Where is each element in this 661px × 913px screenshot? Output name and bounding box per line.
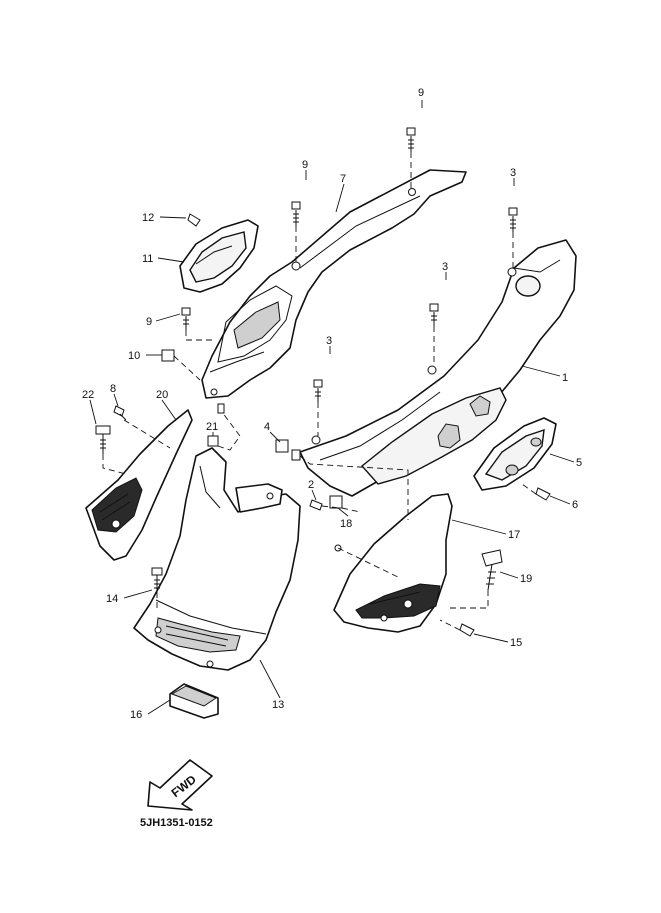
part-5-side-panel xyxy=(473,417,557,491)
callout-8: 8 xyxy=(110,383,116,395)
callout-9-mid: 9 xyxy=(302,159,308,171)
part-20-lower-left-cover xyxy=(85,409,193,561)
assembly-lines xyxy=(102,152,537,631)
callout-19: 19 xyxy=(520,573,532,585)
callout-3-mid: 3 xyxy=(442,261,448,273)
callout-20: 20 xyxy=(156,389,168,401)
part-16-pad xyxy=(169,683,219,719)
callout-21: 21 xyxy=(206,421,218,433)
part-17-lower-right-cover xyxy=(333,493,453,633)
callout-9-top: 9 xyxy=(418,87,424,99)
callout-17: 17 xyxy=(508,529,520,541)
part-1-side-cover xyxy=(299,239,577,497)
callout-9-left: 9 xyxy=(146,316,152,328)
part-13-footboard xyxy=(133,447,301,671)
fwd-arrow: FWD xyxy=(147,759,213,811)
callout-1: 1 xyxy=(562,372,568,384)
leader-lines xyxy=(89,100,575,715)
callout-18: 18 xyxy=(340,518,352,530)
callout-14: 14 xyxy=(106,593,118,605)
callout-13: 13 xyxy=(272,699,284,711)
callout-3-low: 3 xyxy=(326,335,332,347)
part-7-upper-cover xyxy=(201,169,467,399)
callout-16: 16 xyxy=(130,709,142,721)
callout-5: 5 xyxy=(576,457,582,469)
callout-labels: 9 9 9 7 3 3 3 12 11 10 1 22 8 20 21 4 5 … xyxy=(82,87,582,721)
diagram-code: 5JH1351-0152 xyxy=(140,817,213,829)
callout-11: 11 xyxy=(142,253,153,265)
callout-3-top: 3 xyxy=(510,167,516,179)
fasteners xyxy=(95,127,551,637)
callout-10: 10 xyxy=(128,350,140,362)
callout-12: 12 xyxy=(142,212,154,224)
callout-2: 2 xyxy=(308,479,314,491)
callout-6: 6 xyxy=(572,499,578,511)
part-11-handle-cover xyxy=(179,219,259,293)
callout-4: 4 xyxy=(264,421,270,433)
callout-15: 15 xyxy=(510,637,522,649)
callout-22: 22 xyxy=(82,389,94,401)
callout-7: 7 xyxy=(340,173,346,185)
